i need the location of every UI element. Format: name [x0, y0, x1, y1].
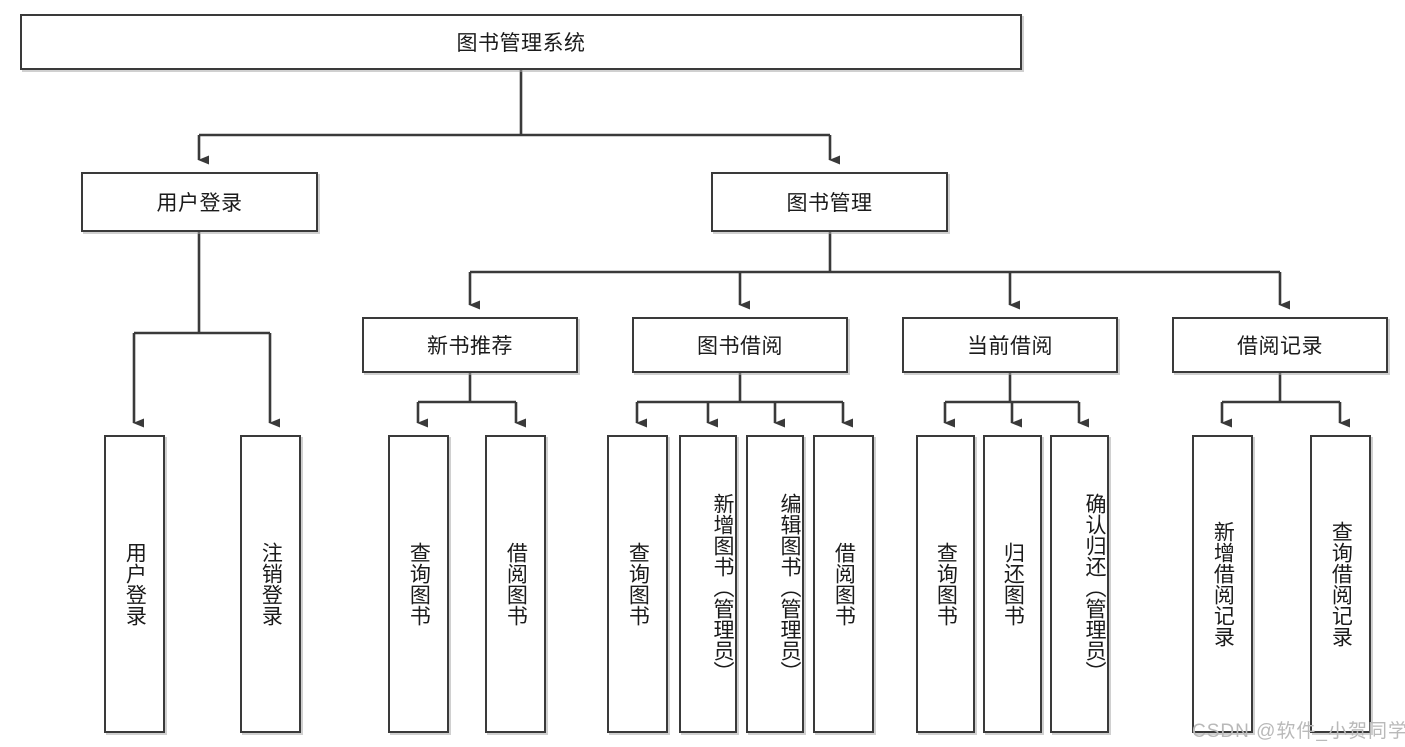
node-leaf-user-login[interactable]: 用户登录 — [104, 435, 165, 733]
node-current-borrow-label: 当前借阅 — [967, 335, 1053, 358]
node-user-login[interactable]: 用户登录 — [81, 172, 318, 232]
node-leaf-query-record[interactable]: 查询借阅记录 — [1310, 435, 1371, 733]
node-leaf-user-logout[interactable]: 注销登录 — [240, 435, 301, 733]
edges-borrowrecord-to-leaves — [1220, 373, 1350, 428]
node-borrow-record-label: 借阅记录 — [1237, 335, 1323, 358]
node-book-borrow-label: 图书借阅 — [697, 335, 783, 358]
node-borrow-record[interactable]: 借阅记录 — [1172, 317, 1388, 373]
watermark-text: CSDN @软件_小贺同学 — [1192, 721, 1405, 742]
edges-userlogin-to-leaves — [132, 232, 280, 428]
node-leaf-add-book[interactable]: 新增图书（管理员） — [679, 435, 737, 733]
node-leaf-return-book[interactable]: 归还图书 — [983, 435, 1042, 733]
node-leaf-borrow-book-1[interactable]: 借阅图书 — [485, 435, 546, 733]
node-leaf-user-login-label: 用户登录 — [123, 542, 147, 626]
node-leaf-add-record[interactable]: 新增借阅记录 — [1192, 435, 1253, 733]
node-leaf-query-book-1[interactable]: 查询图书 — [388, 435, 449, 733]
node-leaf-query-record-label: 查询借阅记录 — [1329, 521, 1353, 647]
edges-bookmgmt-to-level3 — [468, 232, 1290, 310]
node-leaf-user-logout-label: 注销登录 — [259, 542, 283, 626]
node-leaf-borrow-book-2-label: 借阅图书 — [832, 542, 856, 626]
node-leaf-confirm-return-label: 确认归还（管理员） — [1083, 492, 1106, 682]
node-user-login-label: 用户登录 — [156, 192, 243, 215]
node-leaf-confirm-return[interactable]: 确认归还（管理员） — [1050, 435, 1109, 733]
node-leaf-query-book-3[interactable]: 查询图书 — [916, 435, 975, 733]
node-leaf-query-book-3-label: 查询图书 — [934, 542, 958, 626]
edges-newbook-to-leaves — [416, 373, 526, 428]
edges-bookborrow-to-leaves — [635, 373, 853, 428]
node-book-management[interactable]: 图书管理 — [711, 172, 948, 232]
node-book-management-label: 图书管理 — [786, 192, 873, 215]
node-leaf-query-book-2[interactable]: 查询图书 — [607, 435, 668, 733]
edges-currentborrow-to-leaves — [943, 373, 1089, 428]
node-leaf-add-book-label: 新增图书（管理员） — [711, 492, 734, 682]
node-new-book-recommend[interactable]: 新书推荐 — [362, 317, 578, 373]
node-leaf-borrow-book-1-label: 借阅图书 — [504, 542, 528, 626]
node-leaf-query-book-1-label: 查询图书 — [407, 542, 431, 626]
node-leaf-add-record-label: 新增借阅记录 — [1211, 521, 1235, 647]
node-leaf-return-book-label: 归还图书 — [1001, 542, 1025, 626]
node-book-borrow[interactable]: 图书借阅 — [632, 317, 848, 373]
node-leaf-query-book-2-label: 查询图书 — [626, 542, 650, 626]
node-leaf-edit-book[interactable]: 编辑图书（管理员） — [746, 435, 804, 733]
node-leaf-borrow-book-2[interactable]: 借阅图书 — [813, 435, 874, 733]
node-new-book-recommend-label: 新书推荐 — [427, 335, 513, 358]
node-current-borrow[interactable]: 当前借阅 — [902, 317, 1118, 373]
node-root[interactable]: 图书管理系统 — [20, 14, 1022, 70]
node-leaf-edit-book-label: 编辑图书（管理员） — [778, 492, 801, 682]
edges-root-to-level2 — [197, 70, 840, 165]
node-root-label: 图书管理系统 — [456, 32, 586, 55]
